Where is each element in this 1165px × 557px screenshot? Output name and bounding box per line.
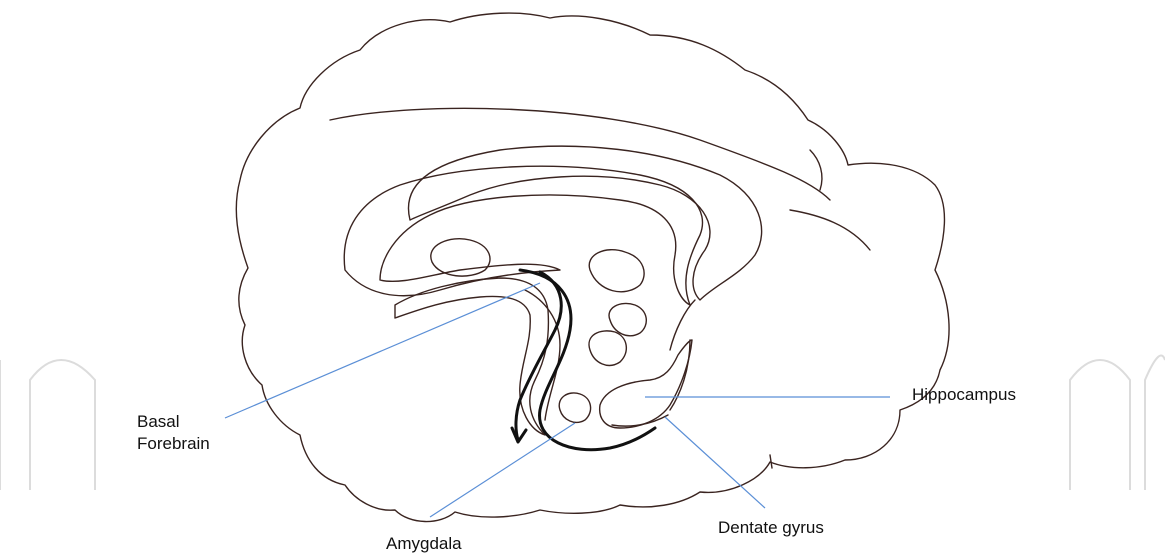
- label-amygdala: Amygdala: [386, 533, 462, 555]
- brain-sulcus-line-2: [790, 210, 870, 250]
- pathway-arrowhead: [512, 428, 526, 442]
- leader-line-basal-forebrain: [225, 283, 540, 418]
- nucleus-middle: [589, 331, 626, 366]
- label-hippocampus: Hippocampus: [912, 384, 1016, 406]
- leader-line-amygdala: [430, 423, 575, 517]
- label-basal-forebrain: Basal Forebrain: [137, 411, 247, 455]
- thalamus-bubble: [589, 250, 644, 292]
- brain-outer-outline: [236, 13, 949, 521]
- leader-line-dentate-gyrus: [665, 417, 765, 508]
- outline-tick: [770, 455, 772, 468]
- basal-forebrain-hook: [395, 278, 548, 435]
- fornix-arch: [344, 166, 702, 305]
- corpus-callosum: [408, 146, 761, 300]
- nucleus-upper: [609, 303, 646, 335]
- hippocampus-shape: [600, 340, 692, 428]
- brain-sulcus-line: [330, 108, 830, 200]
- label-dentate-gyrus: Dentate gyrus: [718, 517, 824, 539]
- brain-sulcus-line-3: [810, 150, 822, 190]
- amygdala-nucleus: [559, 393, 590, 422]
